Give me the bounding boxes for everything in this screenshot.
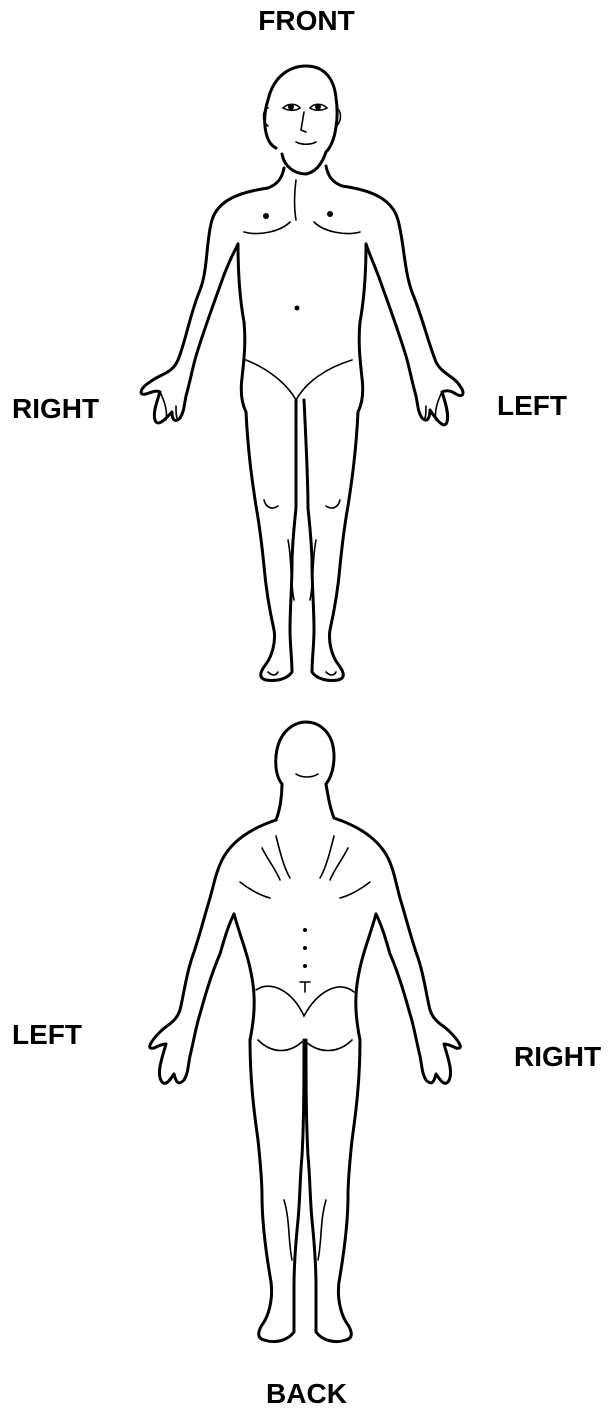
back-right-arm-outline bbox=[334, 818, 460, 1083]
back-left-leg-outline bbox=[250, 1040, 304, 1342]
back-body-figure bbox=[0, 720, 613, 1360]
front-right-arm-outline bbox=[141, 188, 268, 423]
front-left-arm-outline bbox=[342, 186, 463, 425]
back-neck-outline bbox=[276, 784, 282, 820]
front-body-figure bbox=[0, 60, 613, 685]
front-head-outline bbox=[265, 66, 337, 174]
front-torso-outline bbox=[238, 244, 246, 412]
back-left-arm-outline bbox=[150, 820, 276, 1083]
front-left-leg-outline bbox=[304, 400, 358, 681]
back-torso-outline bbox=[234, 914, 254, 1040]
front-neck-outline bbox=[268, 168, 284, 188]
back-left-side-label: LEFT bbox=[12, 1021, 82, 1049]
front-view-title: FRONT bbox=[0, 7, 613, 35]
back-view-title: BACK bbox=[0, 1380, 613, 1408]
back-right-leg-outline bbox=[306, 1040, 360, 1342]
back-head-outline bbox=[276, 722, 334, 784]
back-right-side-label: RIGHT bbox=[514, 1043, 601, 1071]
